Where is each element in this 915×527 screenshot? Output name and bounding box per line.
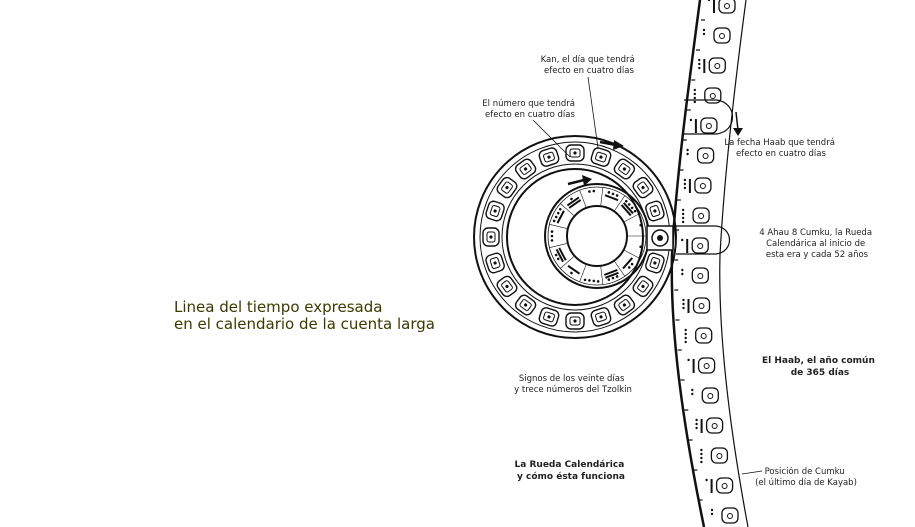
- day-sign-glyph: [632, 176, 654, 199]
- number-mark: [550, 230, 554, 242]
- annotation-labels: Kan, el día que tendrá efecto en cuatro …: [482, 55, 878, 488]
- haab-glyph-column: [674, 0, 739, 524]
- day-sign-glyph: [632, 275, 654, 298]
- label-haab-fecha: La fecha Haab que tendrá efecto en cuatr…: [724, 138, 837, 159]
- day-sign-glyph: [514, 158, 537, 180]
- number-mark: [567, 264, 581, 275]
- label-numero: El número que tendrá efecto en cuatro dí…: [482, 99, 577, 120]
- haab-day-cell: [677, 327, 713, 351]
- number-mark: [622, 257, 634, 270]
- day-sign-glyph: [538, 147, 560, 167]
- haab-day-cell: [710, 507, 739, 524]
- haab-day-cell: [698, 477, 734, 501]
- haab-day-cell: [674, 237, 709, 261]
- haab-day-cell: [679, 147, 715, 171]
- leader-lines: [532, 76, 763, 475]
- number-mark: [604, 191, 619, 202]
- number-mark: [554, 247, 567, 263]
- number-mark: [588, 189, 596, 193]
- number-mark: [552, 207, 565, 224]
- haab-day-cell: [696, 27, 731, 51]
- day-sign-glyph: [514, 294, 537, 316]
- day-sign-glyph: [496, 275, 518, 298]
- day-number-marks: [549, 187, 646, 285]
- day-sign-glyph: [482, 227, 500, 247]
- title-line-1: Linea del tiempo expresada: [174, 298, 383, 316]
- number-mark: [566, 196, 582, 209]
- label-signos: Signos de los veinte días y trece número…: [514, 374, 632, 395]
- number-mark: [639, 223, 642, 227]
- haab-day-cell: [680, 357, 716, 381]
- day-sign-glyph: [590, 147, 612, 167]
- day-sign-glyph: [538, 307, 560, 327]
- haab-day-cell: [675, 297, 711, 321]
- tzolkin-number-wheel: [544, 183, 674, 289]
- label-cumku: Posición de Cumku (el último día de Kaya…: [755, 466, 857, 488]
- haab-day-cell: [684, 387, 719, 411]
- haab-day-cell: [674, 267, 709, 291]
- day-sign-glyph: [565, 144, 585, 162]
- label-haab: El Haab, el año común de 365 días: [762, 356, 878, 378]
- day-sign-glyph: [645, 200, 665, 222]
- rotation-arrows: [567, 140, 624, 186]
- haab-day-cell: [682, 117, 718, 141]
- label-rueda: La Rueda Calendárica y cómo ésta funcion…: [515, 460, 628, 482]
- haab-day-cell: [693, 447, 729, 471]
- day-sign-glyph: [613, 158, 636, 180]
- number-mark: [603, 269, 619, 281]
- haab-day-cell: [688, 417, 724, 441]
- number-mark: [583, 278, 600, 283]
- label-ahau: 4 Ahau 8 Cumku, la Rueda Calendárica al …: [759, 228, 875, 260]
- number-mark: [639, 245, 642, 249]
- haab-day-cell: [686, 87, 722, 111]
- day-sign-glyph: [613, 294, 636, 316]
- label-kan: Kan, el día que tendrá efecto en cuatro …: [541, 55, 638, 76]
- number-mark: [620, 199, 637, 217]
- haab-day-cell: [675, 207, 710, 231]
- day-sign-glyph: [485, 200, 505, 222]
- timeline-title: Linea del tiempo expresada en el calenda…: [174, 299, 435, 333]
- haab-day-cell: [676, 177, 712, 201]
- day-sign-glyph: [645, 252, 665, 274]
- title-line-2: en el calendario de la cuenta larga: [174, 315, 435, 333]
- day-sign-glyph: [485, 252, 505, 274]
- haab-day-cell: [701, 0, 736, 21]
- day-sign-glyph: [565, 312, 585, 330]
- day-sign-glyph: [496, 176, 518, 199]
- haab-day-cell: [691, 57, 726, 81]
- haab-band: [670, 0, 749, 527]
- day-sign-glyph: [590, 307, 612, 327]
